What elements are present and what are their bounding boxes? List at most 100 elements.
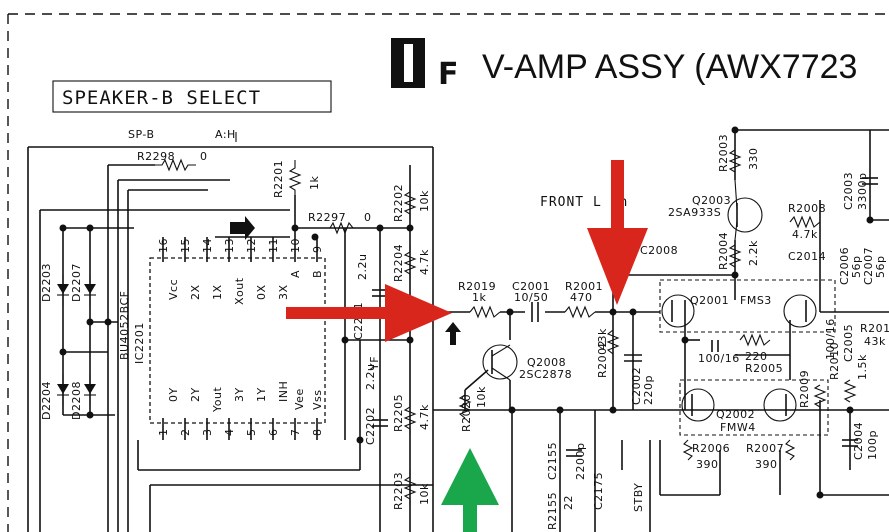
ic-top-pin-name: Xout bbox=[233, 277, 246, 305]
capacitor-c2155-ref: C2155 bbox=[546, 442, 559, 480]
signal-path-wiring bbox=[433, 129, 889, 532]
transistor-q2002-part: FMW4 bbox=[720, 421, 756, 434]
resistor-r2020: R2020 10k bbox=[458, 386, 488, 432]
capacitor-c2202-value: 2.2u bbox=[364, 364, 377, 390]
resistor-r2204-ref: R2204 bbox=[392, 244, 405, 282]
transistor-q2003-part: 2SA933S bbox=[668, 206, 721, 219]
resistor-r2007-ref: R2007 bbox=[746, 442, 784, 455]
ic-bottom-pin-name: 2Y bbox=[189, 387, 202, 402]
resistor-r2020-ref: R2020 bbox=[460, 394, 473, 432]
resistor-r2203-ref: R2203 bbox=[392, 472, 405, 510]
capacitor-c2002: C2002 220p bbox=[624, 354, 655, 405]
resistor-r2019-ref: R2019 bbox=[458, 280, 496, 293]
ah-label: A:H bbox=[215, 128, 236, 141]
capacitor-c2006-value: 56p bbox=[850, 256, 863, 278]
capacitor-c2006: C2006 56p bbox=[838, 247, 863, 285]
diode-d2208: D2208 bbox=[70, 375, 96, 420]
transistor-q2001-part: FMS3 bbox=[740, 294, 772, 307]
resistor-r2155: R2155 22 bbox=[546, 492, 575, 530]
select-box-frame bbox=[52, 80, 332, 113]
red-arrow-vertical-icon bbox=[587, 160, 648, 305]
resistor-r2004-value: 2.2k bbox=[747, 240, 760, 266]
capacitor-c2007-ref: C2007 bbox=[862, 247, 875, 285]
resistor-r2001-ref: R2001 bbox=[565, 280, 603, 293]
capacitor-c2201-extra: YF bbox=[368, 356, 381, 371]
ic-bottom-pin-name: INH bbox=[277, 381, 290, 402]
capacitor-c2015-ref: C2014 bbox=[788, 250, 826, 263]
capacitor-c2008-ref: C2003 bbox=[842, 172, 855, 210]
resistor-r2010-value: 1.5k bbox=[856, 354, 869, 380]
ic-bottom-pin-number: 1 bbox=[157, 429, 170, 437]
ic-top-pin-name: Vcc bbox=[167, 279, 180, 300]
transistor-q2003: Q2003 2SA933S bbox=[668, 179, 763, 241]
resistor-r2008-value: 4.7k bbox=[792, 228, 818, 241]
ic-top-pins: 16 15 14 13 12 11 10 9 Vcc 2X 1X Xout 0X… bbox=[157, 237, 324, 305]
capacitor-c2155-value: 2200p bbox=[574, 443, 587, 480]
resistor-r2201: R2201 1k bbox=[272, 160, 321, 198]
resistor-r2205: R2205 4.7k bbox=[392, 394, 431, 435]
ic-bottom-pin-name: 0Y bbox=[167, 387, 180, 402]
ic-bottom-pin-number: 6 bbox=[267, 429, 280, 437]
resistor-r2205-value: 4.7k bbox=[418, 404, 431, 430]
resistor-r2005: 220 R2005 bbox=[739, 333, 783, 375]
capacitor-c2175: C2175 bbox=[592, 472, 605, 510]
resistor-r2002-ref: R2002 bbox=[596, 340, 609, 378]
header-title: V-AMP ASSY (AWX7723 bbox=[482, 48, 857, 86]
resistor-r2010: R2010 1.5k bbox=[828, 342, 869, 403]
resistor-r2010-ref: R2010 bbox=[828, 342, 841, 380]
resistor-r2297: R2297 0 bbox=[308, 211, 371, 235]
diode-d2208-label: D2208 bbox=[70, 381, 83, 420]
section-marker-bar bbox=[404, 44, 413, 82]
transistor-q2008-ref: Q2008 bbox=[527, 356, 566, 369]
resistor-r2202: R2202 10k bbox=[392, 184, 431, 222]
resistor-r2155-ref: R2155 bbox=[546, 492, 559, 530]
resistor-r2020-value: 10k bbox=[475, 386, 488, 408]
ic-top-pin-number: 12 bbox=[245, 238, 258, 253]
capacitor-c2008: C2003 3300p bbox=[842, 172, 878, 210]
resistor-r2003-value: 330 bbox=[747, 148, 760, 171]
resistor-r2006-value: 390 bbox=[696, 458, 719, 471]
diode-d2204: D2204 bbox=[40, 375, 69, 420]
capacitor-c2004-ref: C2004 bbox=[852, 422, 865, 460]
capacitor-c2005-value: 100/16 bbox=[824, 318, 837, 360]
ic2201: BU4052BCF IC2201 16 15 14 13 12 11 10 9 … bbox=[118, 216, 326, 440]
transistor-q2003-ref: Q2003 bbox=[692, 194, 731, 207]
resistor-r2298-ref: R2298 bbox=[137, 150, 175, 163]
resistor-r2201-value: 1k bbox=[308, 176, 321, 190]
resistor-r2203: R2203 10k bbox=[392, 470, 431, 510]
resistor-r2007: R2007 390 bbox=[746, 439, 796, 471]
capacitor-c2005-ref: C2005 bbox=[842, 324, 855, 362]
ic-bottom-pin-number: 8 bbox=[311, 429, 324, 437]
junction-dots bbox=[59, 224, 414, 444]
resistor-r2203-value: 10k bbox=[418, 483, 431, 505]
transistor-q2001-ref: Q2001 bbox=[690, 294, 729, 307]
resistor-r2202-ref: R2202 bbox=[392, 184, 405, 222]
signal-path-junctions bbox=[506, 126, 874, 499]
capacitor-c2202-ref: C2202 bbox=[364, 407, 377, 445]
transistor-q2001: Q2001 FMS3 bbox=[659, 279, 836, 333]
capacitor-c2014-ref: C2008 bbox=[640, 244, 678, 257]
resistor-r2004-ref: R2004 bbox=[717, 232, 730, 270]
capacitor-c2001-value: 10/50 bbox=[514, 291, 548, 304]
ic-ref-label: IC2201 bbox=[133, 322, 146, 364]
capacitor-c2155: C2155 2200p bbox=[546, 442, 587, 480]
diode-d2204-label: D2204 bbox=[40, 381, 53, 420]
resistor-r201-ref: R201 bbox=[860, 322, 889, 335]
resistor-r2005-ref: R2005 bbox=[745, 362, 783, 375]
capacitor-c2002-value: 220p bbox=[642, 375, 655, 405]
diode-d2203-label: D2203 bbox=[40, 263, 53, 302]
resistor-r201: R201 43k bbox=[860, 322, 889, 348]
resistor-r2003-ref: R2003 bbox=[717, 134, 730, 172]
capacitor-c2175-ref: C2175 bbox=[592, 472, 605, 510]
resistor-r2009: R2009 bbox=[798, 370, 827, 408]
select-box-label: SPEAKER-B SELECT bbox=[62, 87, 261, 109]
section-badge: F bbox=[438, 57, 459, 92]
capacitor-c2002-ref: C2002 bbox=[630, 367, 643, 405]
ic-top-pin-name: A bbox=[289, 270, 302, 278]
ic-bottom-pins: 1 2 3 4 5 6 7 8 0Y 2Y Yout 3Y 1Y INH Vee… bbox=[157, 381, 324, 440]
ic-bottom-pin-number: 7 bbox=[289, 429, 302, 437]
resistor-r2006: R2006 390 bbox=[682, 439, 730, 471]
ic-top-pin-name: 1X bbox=[211, 284, 224, 300]
capacitor-c2007: C2007 56p bbox=[862, 247, 887, 285]
